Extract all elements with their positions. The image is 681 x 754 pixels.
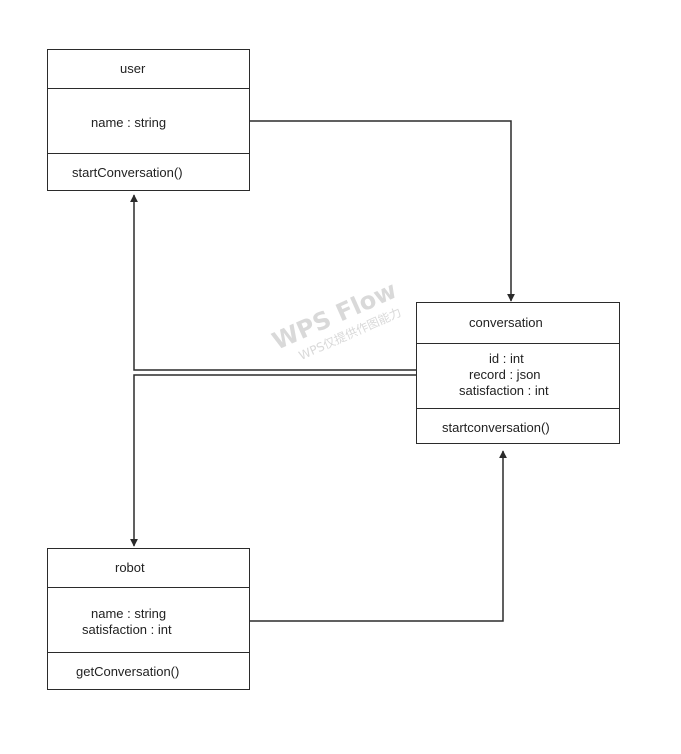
user-class-name: user xyxy=(120,61,146,76)
conversation-attributes-section: id : int record : json satisfaction : in… xyxy=(417,343,619,408)
user-attributes-section: name : string xyxy=(48,88,249,153)
robot-method-get-conversation: getConversation() xyxy=(76,664,180,679)
conversation-class-name: conversation xyxy=(469,315,543,330)
user-method-start-conversation: startConversation() xyxy=(72,165,183,180)
user-class-header: user xyxy=(48,50,249,88)
robot-to-conversation-connector xyxy=(250,450,507,622)
user-methods-section: startConversation() xyxy=(48,153,249,190)
robot-attribute-name: name : string xyxy=(91,606,167,621)
robot-class-name: robot xyxy=(115,560,145,575)
robot-methods-section: getConversation() xyxy=(48,652,249,689)
conversation-to-robot-connector xyxy=(130,374,417,547)
user-class-box[interactable]: user name : string startConversation() xyxy=(47,49,250,191)
conversation-methods-section: startconversation() xyxy=(417,408,619,443)
robot-attribute-satisfaction: satisfaction : int xyxy=(82,622,172,637)
conversation-attribute-satisfaction: satisfaction : int xyxy=(459,383,549,398)
robot-class-box[interactable]: robot name : string satisfaction : int g… xyxy=(47,548,250,690)
user-attribute-name: name : string xyxy=(91,115,167,130)
user-to-conversation-connector xyxy=(250,120,515,302)
conversation-class-header: conversation xyxy=(417,303,619,343)
conversation-class-box[interactable]: conversation id : int record : json sati… xyxy=(416,302,620,444)
robot-attributes-section: name : string satisfaction : int xyxy=(48,587,249,652)
conversation-attribute-id: id : int xyxy=(489,351,524,366)
robot-class-header: robot xyxy=(48,549,249,587)
conversation-attribute-record: record : json xyxy=(469,367,541,382)
conversation-to-user-connector xyxy=(130,194,417,371)
conversation-method-startconversation: startconversation() xyxy=(442,420,550,435)
